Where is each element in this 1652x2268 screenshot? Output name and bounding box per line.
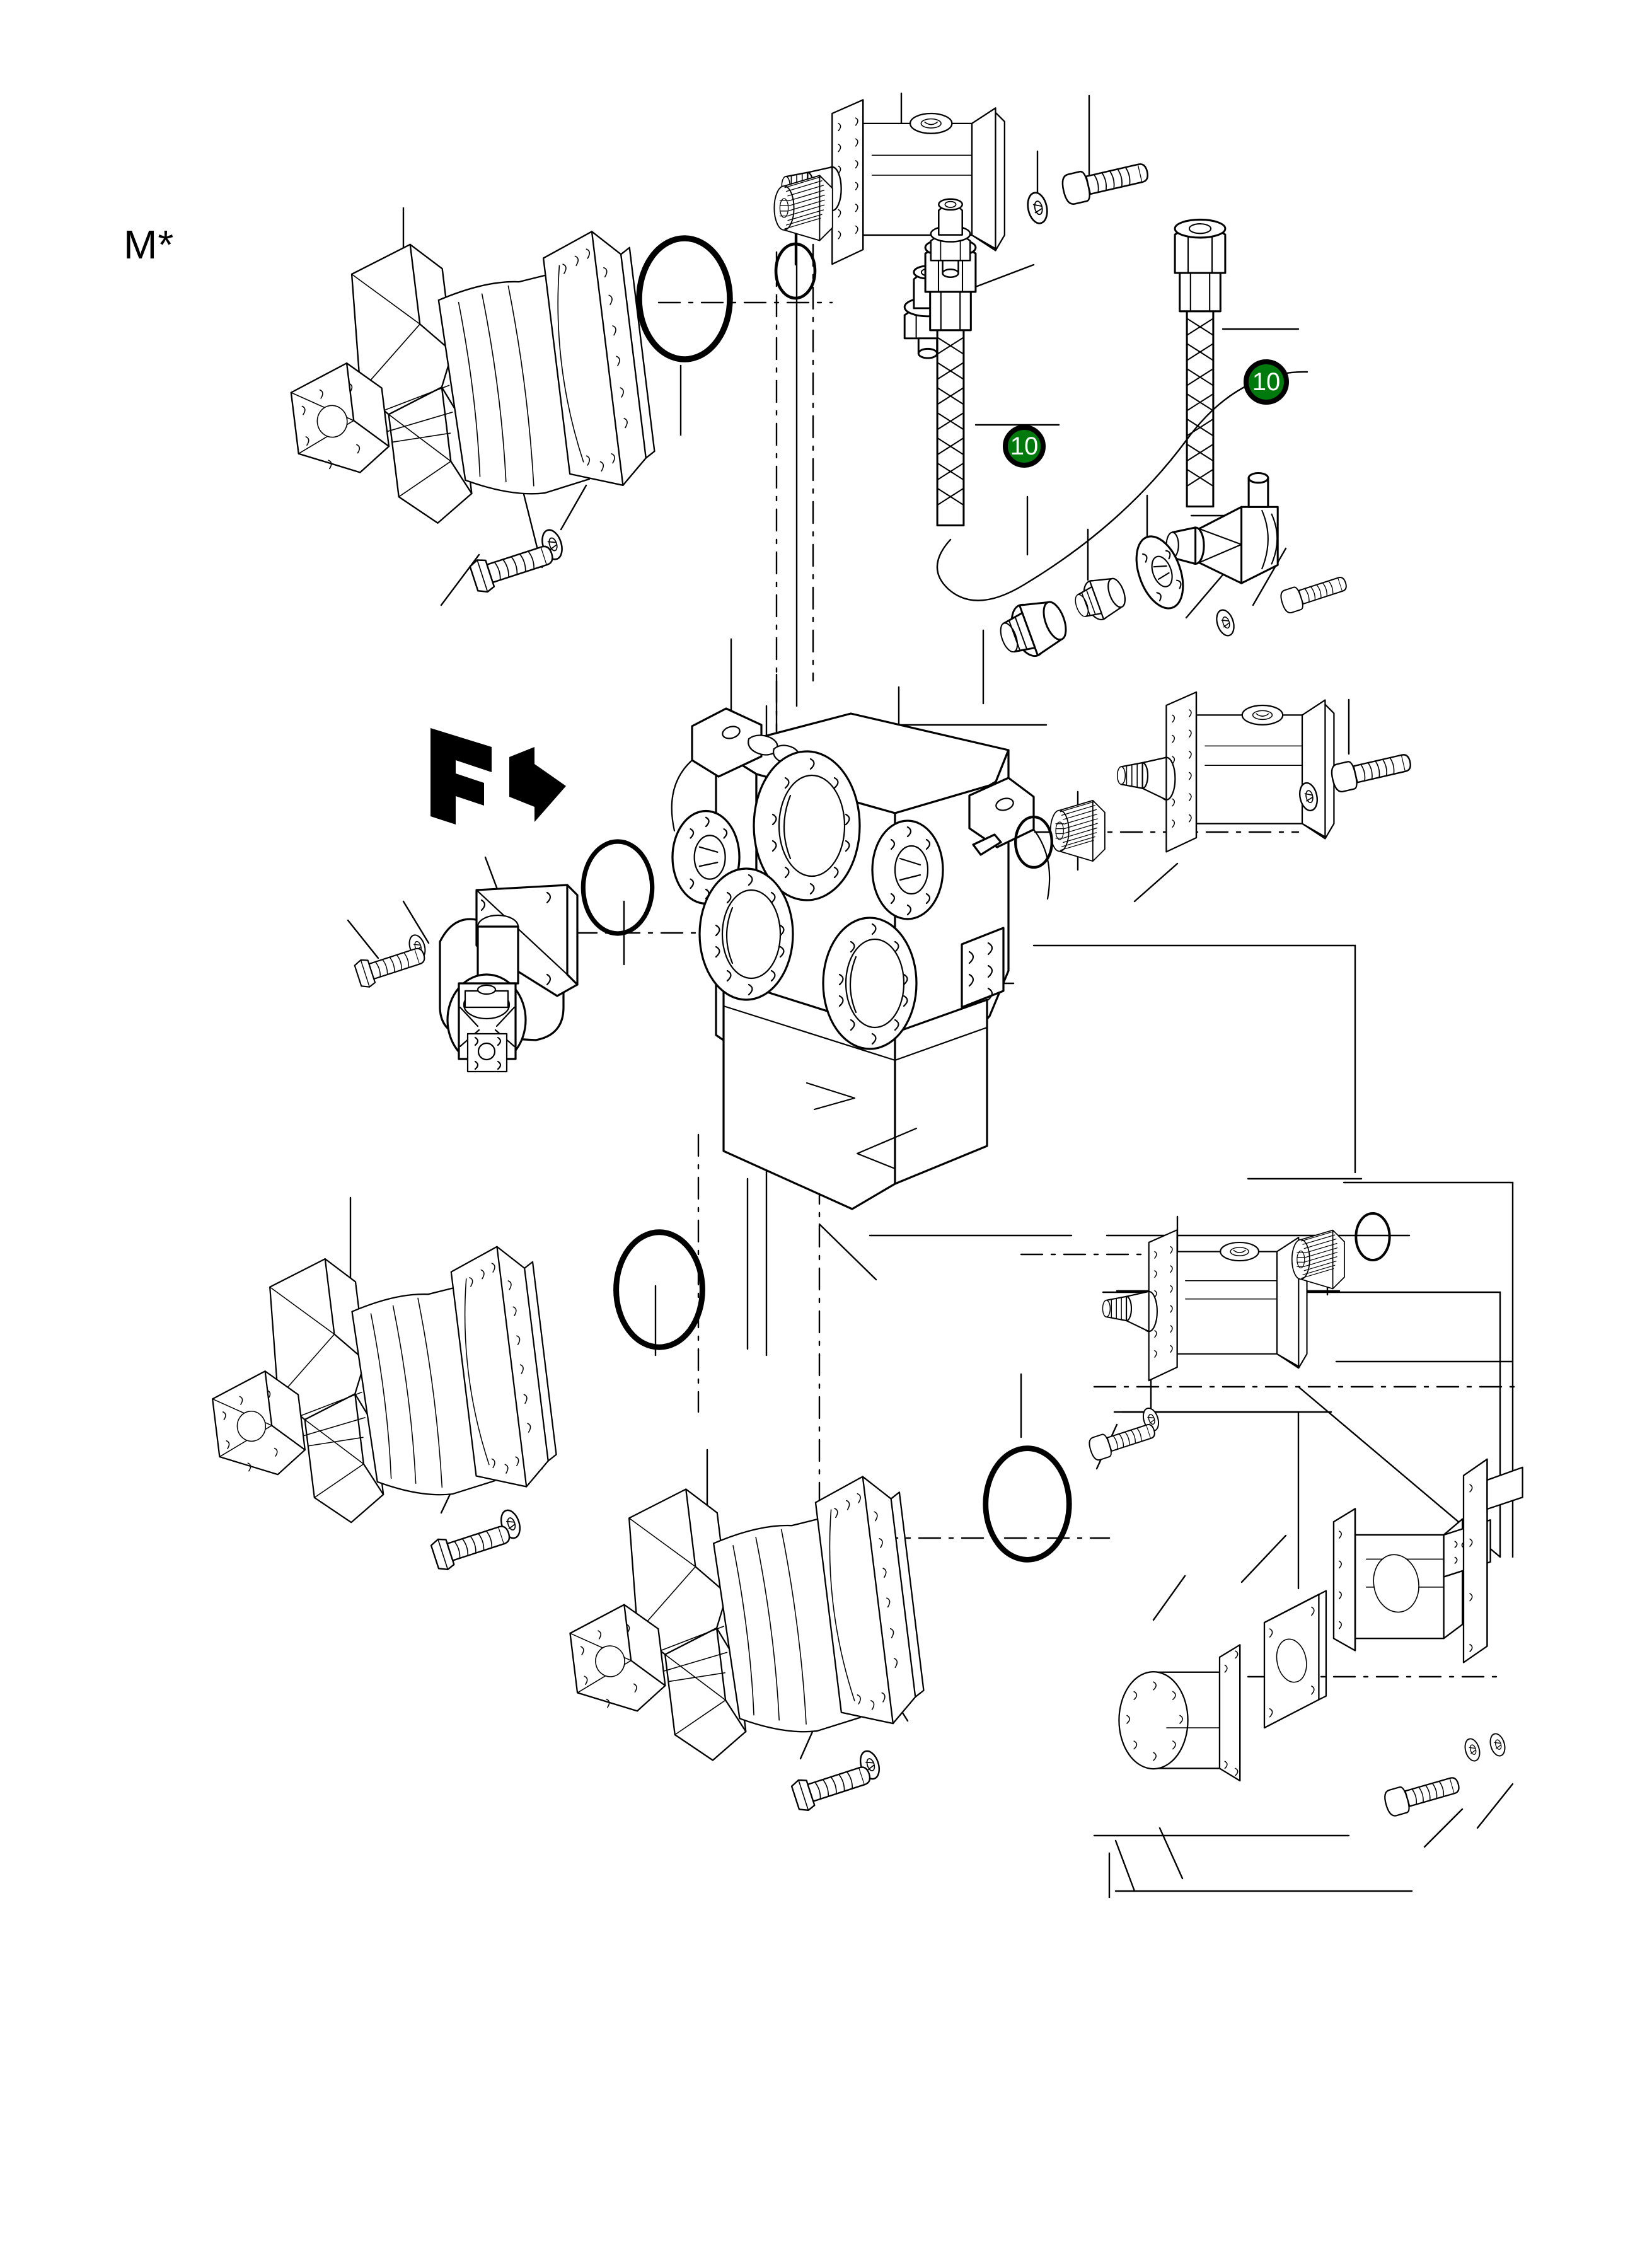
model-note-label: M* [124,222,175,267]
assembly-piston-pump-lower-left [196,1232,702,1573]
callout-badge-10-left[interactable]: 10 [1003,425,1046,468]
callout-badge-number: 10 [1010,432,1039,460]
assembly-gear-pump-lower-right [1086,1212,1391,1462]
assembly-hose [924,198,1308,601]
assembly-pump-left-middle [353,842,652,1073]
callout-badge-10-right[interactable]: 10 [1244,359,1289,405]
assembly-pump-drive-gearbox [671,707,1051,1210]
callout-badge-number: 10 [1252,368,1281,396]
front-direction-marker [430,728,566,824]
assembly-gear-pump-right [1015,691,1414,867]
assembly-fitting-row [992,529,1350,666]
assembly-piston-pump-bottom-center [553,1449,1070,1814]
assembly-piston-pump-upper-left [274,217,730,596]
assembly-tandem-gear-pump [1118,1458,1523,1819]
